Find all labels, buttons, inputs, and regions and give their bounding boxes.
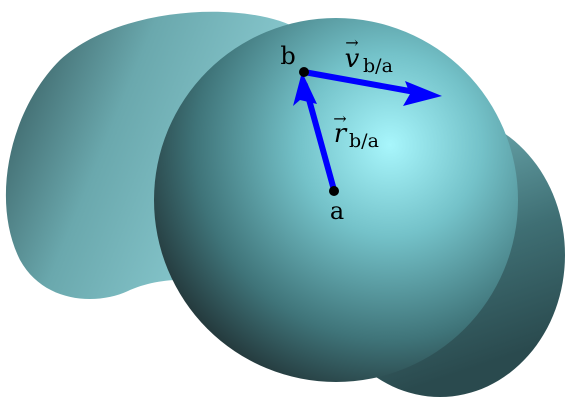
position-vector-label: → r b/a: [333, 109, 379, 152]
body-front-sphere: [154, 18, 518, 382]
position-vector-arrowhead: [293, 72, 317, 106]
point-a-label: a: [330, 197, 344, 225]
position-vector-arrow-accent: →: [333, 109, 346, 128]
point-b-label: b: [280, 42, 295, 70]
velocity-vector-arrow: [301, 69, 418, 95]
velocity-vector-symbol: v: [345, 44, 360, 74]
position-vector-subscript: b/a: [349, 130, 379, 152]
position-vector-symbol: r: [334, 119, 348, 149]
point-a-dot: [329, 186, 339, 196]
velocity-vector-subscript: b/a: [363, 55, 393, 77]
velocity-vector-label: → v b/a: [345, 33, 393, 77]
velocity-vector-arrowhead: [403, 81, 442, 106]
point-b-dot: [299, 67, 309, 77]
position-vector-arrow: [302, 82, 337, 193]
velocity-vector-arrow-accent: →: [345, 33, 358, 52]
